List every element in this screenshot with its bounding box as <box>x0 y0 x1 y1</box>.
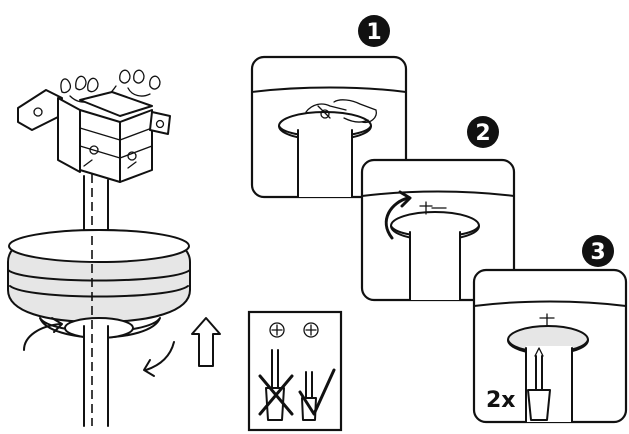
screwdriver-inset <box>247 310 343 432</box>
downrod <box>83 236 109 427</box>
step-badge-2: 2 <box>467 116 499 148</box>
screw-head-icon <box>269 322 285 338</box>
step-badge-1: 1 <box>358 15 390 47</box>
rotate-arrow-icon <box>23 317 175 377</box>
up-arrow-icon <box>191 317 221 367</box>
screw-count-label: 2x <box>486 388 516 413</box>
step-panel-2 <box>360 158 516 302</box>
check-mark-icon <box>298 368 336 416</box>
step-number-1: 1 <box>366 20 381 45</box>
screwdriver-icon <box>527 347 551 421</box>
mounting-bracket-assembly <box>17 69 171 237</box>
fan-canopy <box>7 229 191 339</box>
step-number-3: 3 <box>590 240 605 265</box>
screw-head-icon <box>303 322 319 338</box>
cross-mark-icon <box>258 374 294 416</box>
step-badge-3: 3 <box>582 235 614 267</box>
step-panel-3 <box>472 268 628 424</box>
screwdriver-icon <box>265 349 317 421</box>
step-number-2: 2 <box>475 121 490 146</box>
